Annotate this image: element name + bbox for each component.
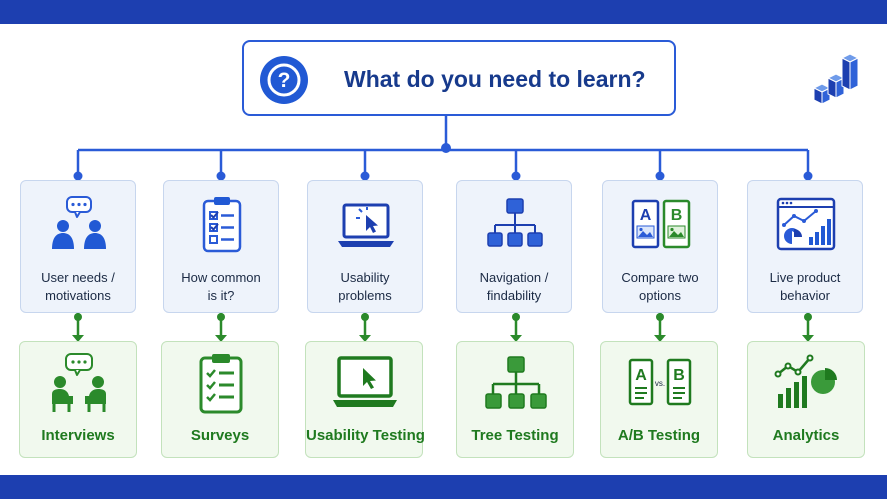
- method-card-analytics: Analytics: [747, 341, 865, 458]
- monitor-cursor-icon: [333, 356, 397, 407]
- method-label: Surveys: [190, 427, 250, 444]
- svg-text:B: B: [671, 207, 683, 224]
- svg-text:A: A: [640, 207, 652, 224]
- method-label: A/B Testing: [617, 427, 701, 444]
- sitemap-icon: [487, 198, 543, 247]
- survey-clipboard-icon: [199, 354, 243, 414]
- method-card-surveys: Surveys: [161, 341, 279, 458]
- method-label: Tree Testing: [471, 427, 559, 444]
- need-card-user-needs: User needs /motivations: [20, 180, 136, 313]
- question-title: What do you need to learn?: [344, 66, 646, 92]
- method-label: Usability Testing: [306, 427, 425, 444]
- compare-ab-icon: A B: [631, 199, 691, 249]
- dashboard-charts-icon: [776, 197, 836, 251]
- tree-diagram-icon: [485, 356, 547, 409]
- svg-text:B: B: [673, 367, 685, 384]
- method-card-ab-testing: A B vs. A/B Testing: [600, 341, 718, 458]
- method-card-interviews: Interviews: [19, 341, 137, 458]
- method-card-tree-testing: Tree Testing: [456, 341, 574, 458]
- need-label: User needs /motivations: [41, 270, 115, 303]
- bottom-band: [0, 475, 887, 499]
- svg-text:A: A: [635, 367, 647, 384]
- laptop-cursor-icon: [338, 203, 394, 247]
- checklist-clipboard-icon: [202, 197, 242, 253]
- method-card-usability-testing: Usability Testing: [305, 341, 425, 458]
- vs-label: vs.: [655, 379, 665, 388]
- ab-test-icon: A B vs.: [628, 358, 692, 406]
- method-label: Interviews: [41, 427, 115, 444]
- need-card-navigation: Navigation /findability: [456, 180, 572, 313]
- method-label: Analytics: [772, 427, 840, 444]
- question-box: ? What do you need to learn?: [242, 40, 676, 116]
- chat-users-icon: [52, 196, 106, 249]
- svg-text:?: ?: [278, 69, 291, 92]
- interview-icon: [52, 353, 106, 412]
- bar-chart-3d-logo: [812, 53, 860, 105]
- top-band: [0, 0, 887, 24]
- need-label: Navigation /findability: [479, 270, 549, 303]
- question-mark-icon: ?: [260, 56, 308, 104]
- analytics-charts-icon: [774, 354, 837, 408]
